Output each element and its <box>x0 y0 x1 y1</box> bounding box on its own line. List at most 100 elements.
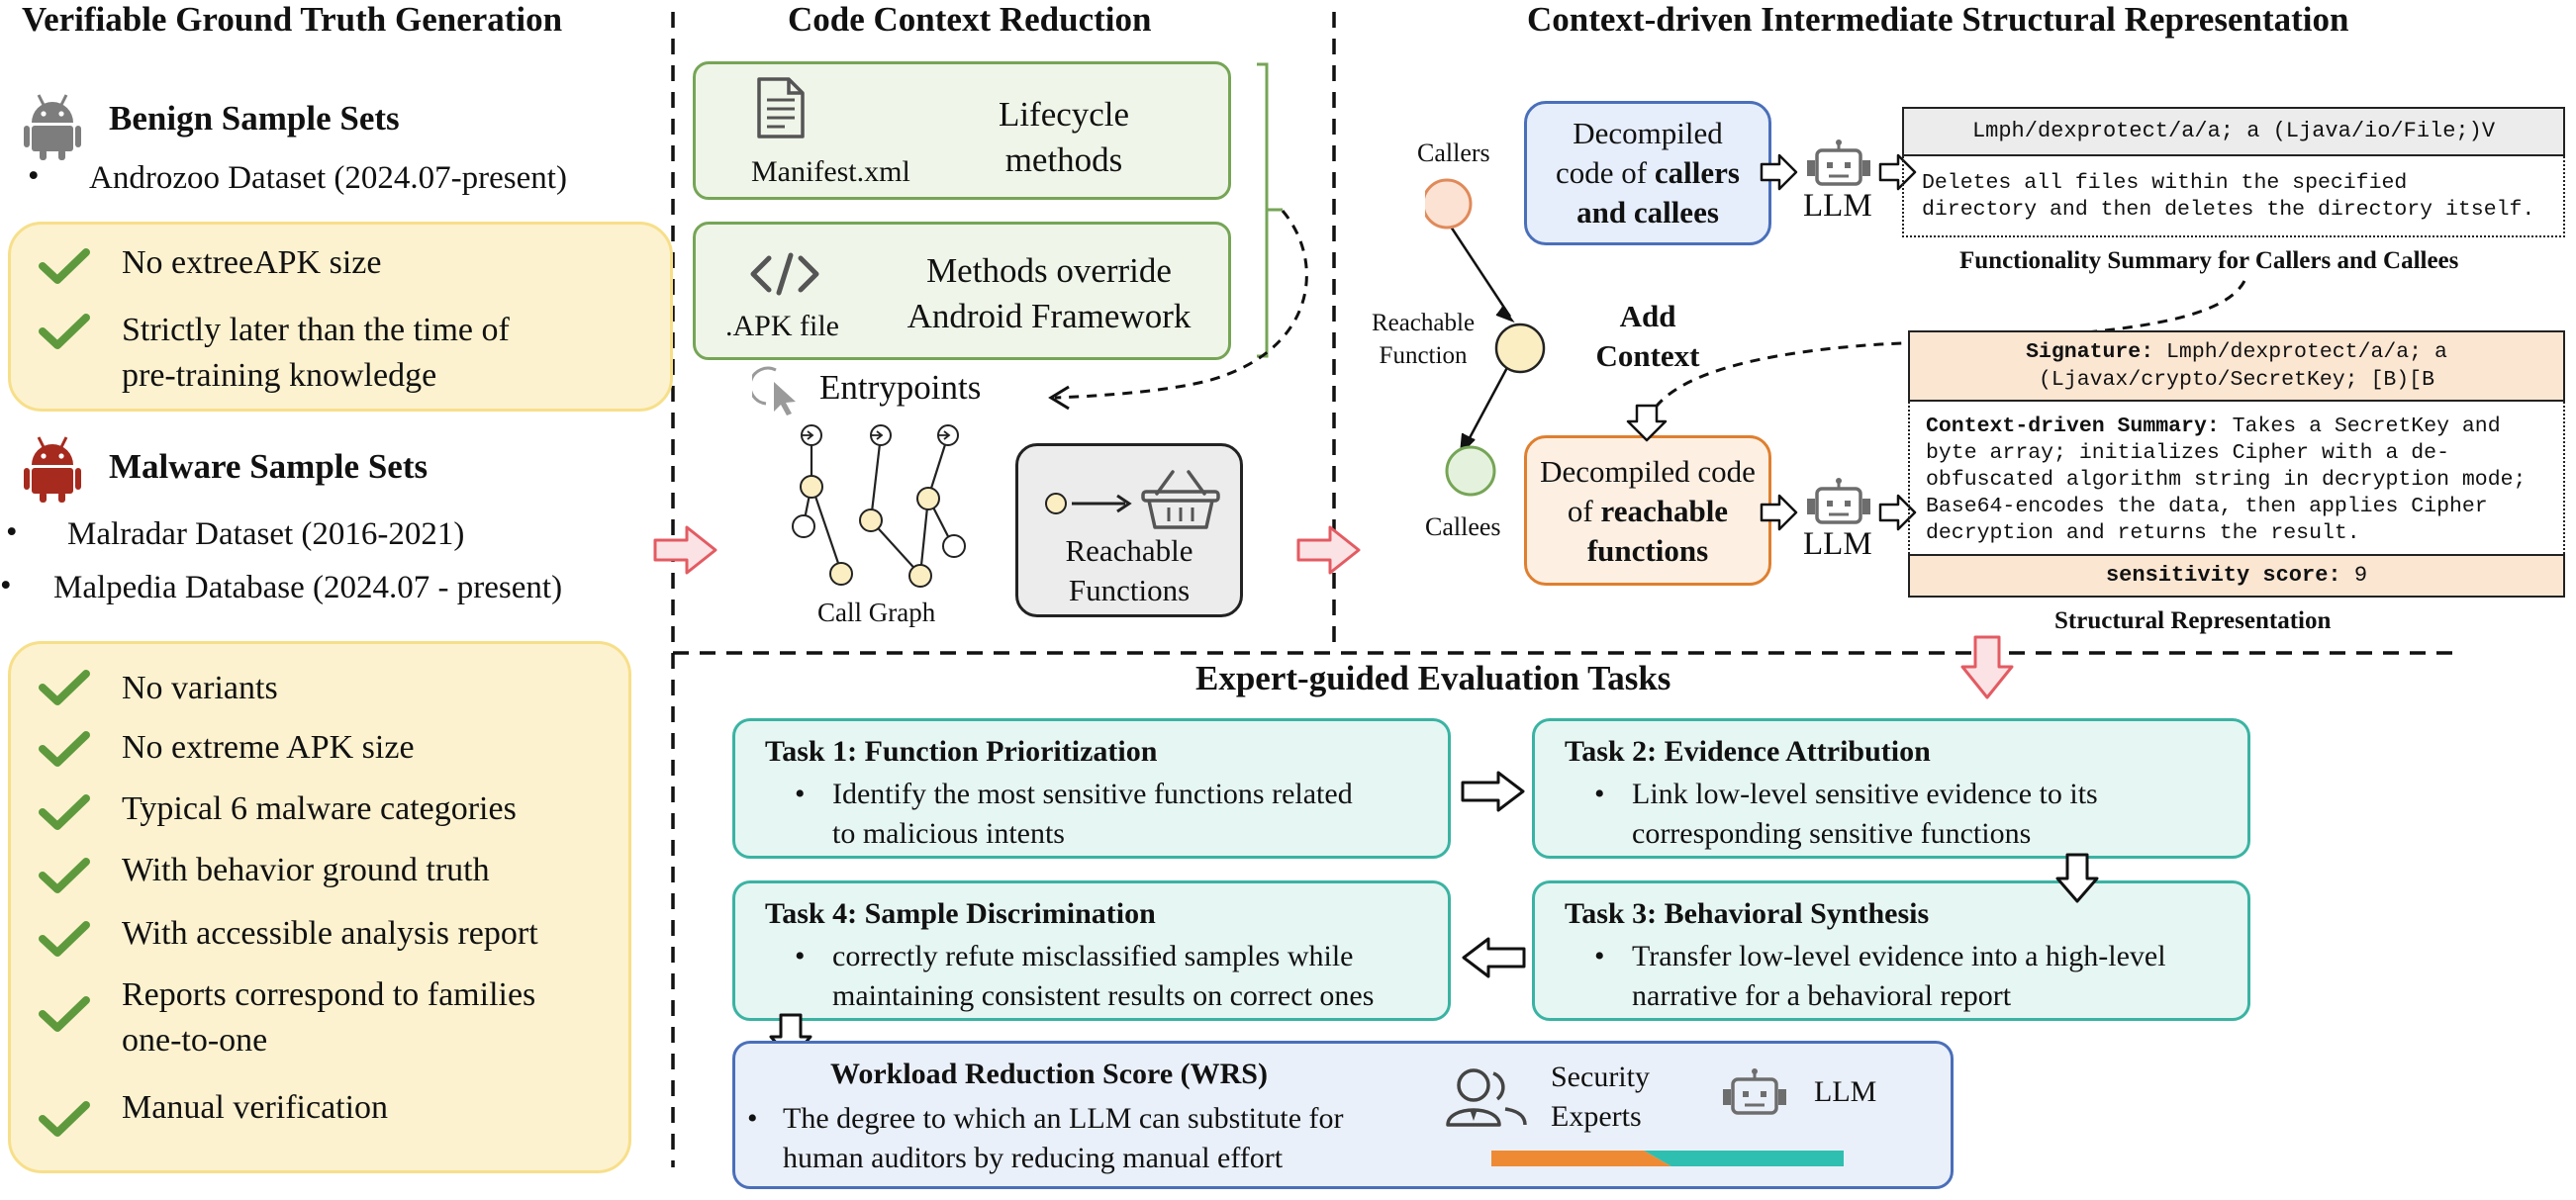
malware-dataset-malpedia: Malpedia Database (2024.07 - present) <box>53 570 563 605</box>
benign-title: Benign Sample Sets <box>109 99 400 138</box>
dashed-arrow-entrypoints <box>1048 210 1308 411</box>
task-desc: correctly refute misclassified samples w… <box>832 937 1374 1016</box>
wrs-desc: The degree to which an LLM can substitut… <box>783 1099 1343 1178</box>
arrow-right-icon <box>1296 525 1361 575</box>
experts-line: Security <box>1551 1061 1650 1093</box>
task-title: Task 1: Function Prioritization <box>765 735 1158 768</box>
task-bullet: • <box>795 940 806 972</box>
decompiled-callers-box: Decompiled code of callers and callees <box>1524 101 1771 245</box>
reachable-line: Reachable <box>1065 533 1193 568</box>
signature-1: Lmph/dexprotect/a/a; a (Ljava/io/File;)V <box>1902 107 2565 156</box>
llm-label: LLM <box>1803 526 1872 562</box>
lifecycle-methods: Lifecycle methods <box>915 92 1212 183</box>
score-key: sensitivity score: <box>2105 563 2341 588</box>
summary-1-line: directory and then deletes the directory… <box>1922 198 2535 222</box>
task-3-box: Task 3: Behavioral Synthesis • Transfer … <box>1532 880 2250 1021</box>
dashed-arrow-context <box>1645 280 2246 424</box>
apk-box: .APK file Methods override Android Frame… <box>693 222 1231 360</box>
malware-criterion: No variants <box>122 670 278 706</box>
decompiled-bold: and callees <box>1576 195 1719 230</box>
hollow-arrow-icon <box>1760 153 1798 191</box>
summary-2-line: Takes a SecretKey and <box>2232 415 2501 438</box>
task-desc: Link low-level sensitive evidence to its… <box>1632 775 2098 854</box>
android-benign-icon <box>24 94 81 160</box>
reachable-functions-box: Reachable Functions <box>1015 443 1243 617</box>
wrs-llm-label: LLM <box>1814 1075 1877 1108</box>
workload-bar <box>1491 1151 1844 1166</box>
malware-dataset-malradar: Malradar Dataset (2016-2021) <box>67 516 465 552</box>
summary-2-line: decryption and returns the result. <box>1926 521 2360 545</box>
task-line: Link low-level sensitive evidence to its <box>1632 778 2098 810</box>
apk-label: .APK file <box>725 310 839 342</box>
check-icon <box>39 996 90 1032</box>
task-bullet: • <box>1594 940 1605 972</box>
arrow-right-icon <box>653 525 717 575</box>
check-icon <box>39 314 90 349</box>
hollow-arrow-left-icon <box>1462 937 1526 978</box>
arrow-down-icon <box>1960 635 2014 699</box>
entrypoints-label: Entrypoints <box>819 368 982 407</box>
reachable-line: Functions <box>1068 573 1191 607</box>
section-title-structural: Context-driven Intermediate Structural R… <box>1527 0 2349 39</box>
task-4-box: Task 4: Sample Discrimination • correctl… <box>732 880 1451 1021</box>
section-title-ground-truth: Verifiable Ground Truth Generation <box>22 0 563 39</box>
task-bullet: • <box>1594 778 1605 810</box>
add-context-line: Add <box>1619 299 1676 333</box>
decompiled-line: of <box>1567 494 1601 528</box>
reachable-function-label: Reachable Function <box>1364 307 1482 372</box>
task-line: Transfer low-level evidence into a high-… <box>1632 940 2166 972</box>
summary-2: Context-driven Summary: Takes a SecretKe… <box>1908 402 2565 554</box>
hollow-arrow-icon <box>1878 153 1917 191</box>
llm-label: LLM <box>1803 188 1872 224</box>
robot-icon <box>1807 478 1870 524</box>
callers-label: Callers <box>1417 138 1490 167</box>
wrs-box: Workload Reduction Score (WRS) • The deg… <box>732 1041 1954 1189</box>
summary-1: Deletes all files within the specified d… <box>1902 156 2565 237</box>
malware-criteria-box: No variants No extreme APK size Typical … <box>8 641 631 1173</box>
robot-icon <box>1723 1068 1786 1115</box>
wrs-line: The degree to which an LLM can substitut… <box>783 1102 1344 1135</box>
experts-line: Experts <box>1551 1100 1642 1133</box>
signature-2-line: Lmph/dexprotect/a/a; a <box>2166 340 2447 364</box>
task-desc: Transfer low-level evidence into a high-… <box>1632 937 2166 1016</box>
caption-structural-representation: Structural Representation <box>2054 607 2332 634</box>
decompiled-bold: reachable <box>1600 494 1729 528</box>
task-title: Task 4: Sample Discrimination <box>765 897 1156 930</box>
decompiled-reachable-box: Decompiled code of reachable functions <box>1524 435 1771 586</box>
malware-criterion: No extreme APK size <box>122 729 415 766</box>
wrs-bullet: • <box>747 1102 758 1135</box>
security-experts-icon <box>1446 1068 1527 1127</box>
benign-dataset-item: • <box>28 158 40 194</box>
task-line: corresponding sensitive functions <box>1632 817 2032 850</box>
code-icon <box>750 252 819 296</box>
reachable-fn-line: Function <box>1379 342 1468 369</box>
check-icon <box>39 858 90 893</box>
android-malware-icon <box>24 436 81 503</box>
task-line: to malicious intents <box>832 817 1065 850</box>
malware-criterion: Typical 6 malware categories <box>122 790 517 827</box>
override-line: Android Framework <box>906 297 1192 335</box>
task-line: narrative for a behavioral report <box>1632 979 2012 1012</box>
callees-label: Callees <box>1425 512 1501 541</box>
summary-key: Context-driven Summary: <box>1926 415 2220 438</box>
check-icon <box>39 670 90 705</box>
caption-functionality-summary: Functionality Summary for Callers and Ca… <box>1959 247 2459 274</box>
hollow-arrow-icon <box>1878 494 1917 531</box>
malware-criterion: Manual verification <box>122 1089 389 1126</box>
manifest-box: Manifest.xml Lifecycle methods <box>693 61 1231 200</box>
benign-criterion: pre-training knowledge <box>122 357 437 394</box>
wrs-title: Workload Reduction Score (WRS) <box>830 1058 1268 1090</box>
check-icon <box>39 794 90 830</box>
hollow-arrow-icon <box>1760 494 1798 531</box>
document-icon <box>757 77 805 138</box>
add-context-label: Add Context <box>1583 297 1712 376</box>
callgraph-mini <box>1425 178 1546 497</box>
decompiled-bold: callers <box>1654 155 1740 190</box>
task-title: Task 3: Behavioral Synthesis <box>1565 897 1930 930</box>
malware-dataset-bullet: • <box>6 514 18 550</box>
call-graph <box>792 424 966 588</box>
benign-criterion: No extreeAPK size <box>122 244 382 281</box>
lifecycle-line: methods <box>1004 140 1123 179</box>
hollow-arrow-down-icon <box>2055 853 2099 903</box>
score-value: 9 <box>2353 563 2368 588</box>
